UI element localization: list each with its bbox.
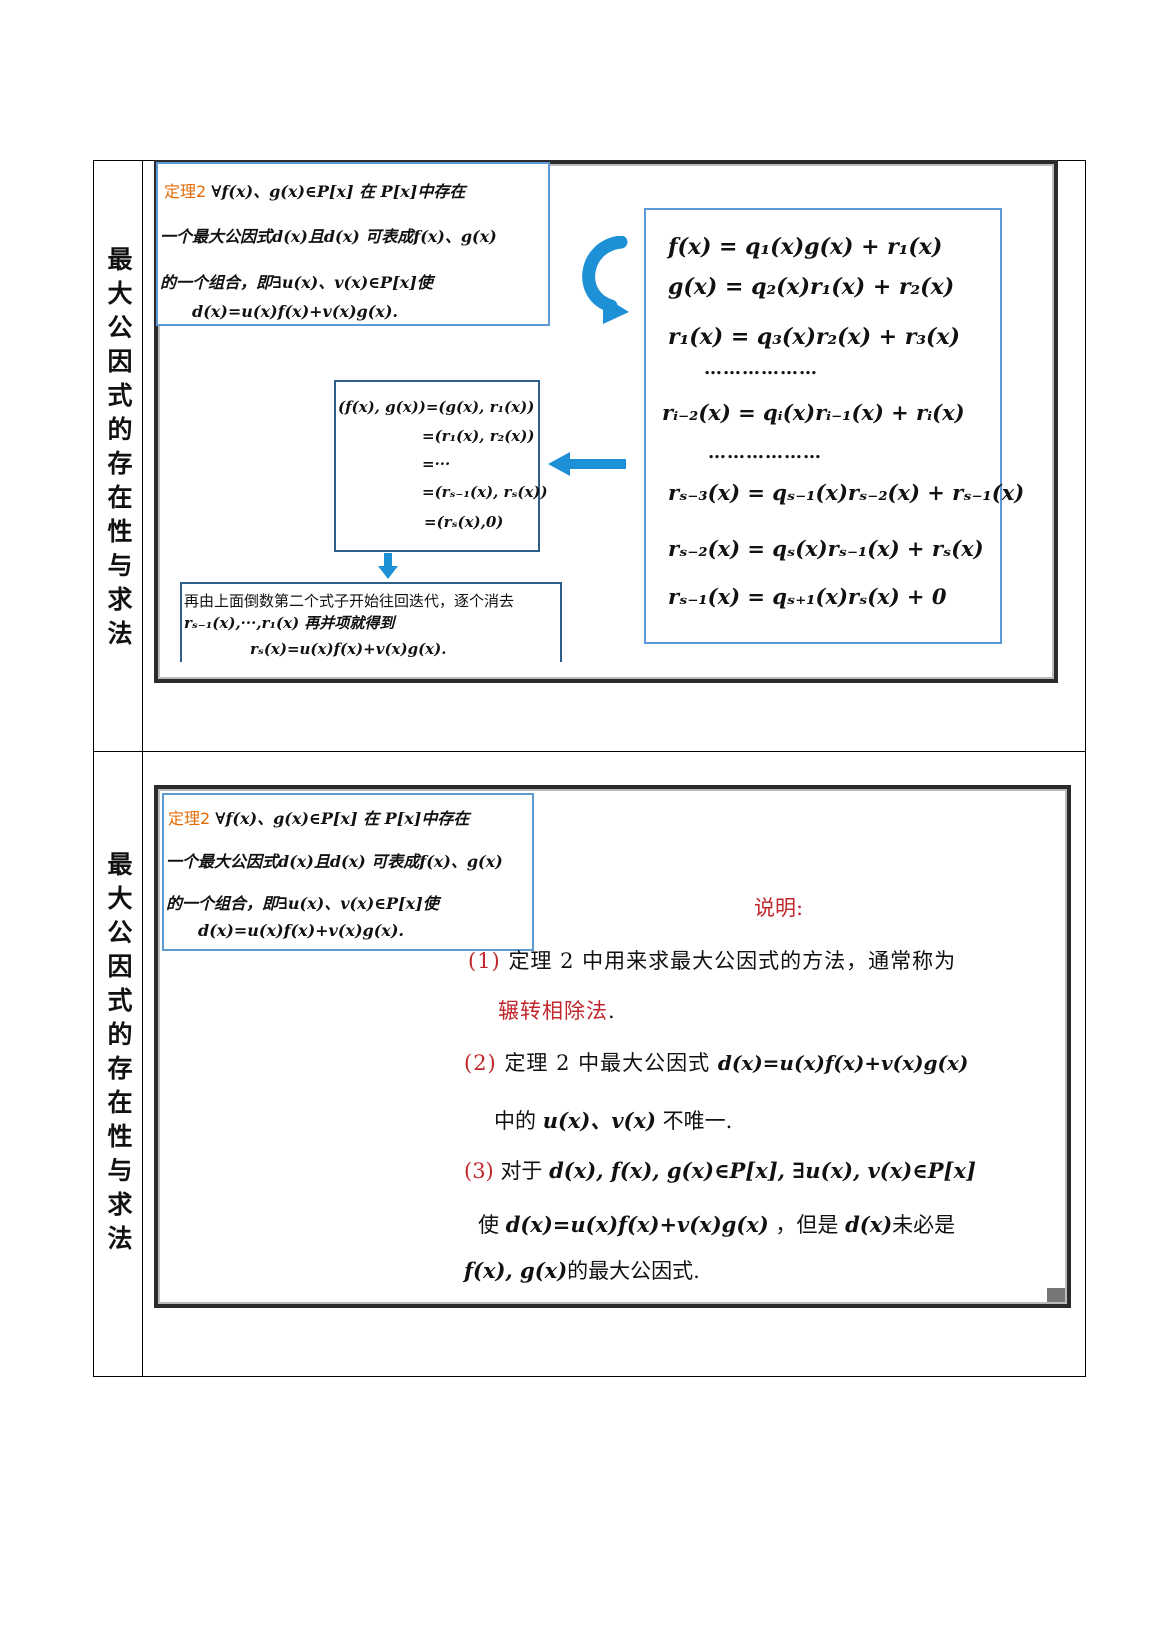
division-eq-3: r₁(x) = q₃(x)r₂(x) + r₃(x) bbox=[668, 324, 960, 350]
division-eq-2: g(x) = q₂(x)r₁(x) + r₂(x) bbox=[668, 274, 955, 300]
note-1-number: (1) bbox=[468, 949, 501, 973]
note-3-line2-b: ，但是 bbox=[775, 1213, 839, 1237]
note-3-text: 对于 bbox=[500, 1159, 543, 1183]
note-1-method-name: 辗转相除法 bbox=[498, 999, 608, 1023]
column-divider bbox=[142, 161, 143, 1376]
division-eq-1: f(x) = q₁(x)g(x) + r₁(x) bbox=[668, 234, 943, 260]
note-3-line2-d: 未必是 bbox=[892, 1213, 956, 1237]
division-box: f(x) = q₁(x)g(x) + r₁(x) g(x) = q₂(x)r₁(… bbox=[644, 208, 1024, 644]
theorem-line-2-2: 一个最大公因式d(x)且d(x) 可表成f(x)、g(x) bbox=[166, 852, 503, 871]
slide-2: 定理2 ∀f(x)、g(x)∈P[x] 在 P[x]中存在 一个最大公因式d(x… bbox=[154, 785, 1071, 1308]
gcd-chain-line-5: =(rₛ(x),0) bbox=[424, 513, 504, 531]
note-3-number: (3) bbox=[464, 1159, 494, 1183]
slide-1: 定理2 ∀f(x)、g(x)∈P[x] 在 P[x]中存在 一个最大公因式d(x… bbox=[154, 160, 1058, 683]
note-3-line3-b: 的最大公因式. bbox=[567, 1259, 700, 1283]
down-arrow-icon bbox=[378, 553, 398, 579]
back-substitution-line-1: 再由上面倒数第二个式子开始往回迭代，逐个消去 bbox=[184, 592, 515, 610]
division-eq-6: rₛ₋₂(x) = qₛ(x)rₛ₋₁(x) + rₛ(x) bbox=[668, 536, 984, 561]
theorem-title-2: 定理2 bbox=[168, 809, 211, 828]
gcd-chain-line-1: (f(x), g(x))=(g(x), r₁(x)) bbox=[338, 398, 535, 416]
note-2-line2-formula: u(x)、v(x) bbox=[542, 1108, 656, 1133]
gcd-chain-box: (f(x), g(x))=(g(x), r₁(x)) =(r₁(x), r₂(x… bbox=[334, 380, 548, 552]
gcd-chain-line-3: =··· bbox=[422, 455, 451, 473]
back-substitution-box: 再由上面倒数第二个式子开始往回迭代，逐个消去 rₛ₋₁(x),···,r₁(x)… bbox=[180, 582, 562, 662]
division-dots-2: ……………… bbox=[708, 442, 822, 463]
note-3-line2-formula: d(x)=u(x)f(x)+v(x)g(x) bbox=[505, 1212, 769, 1237]
notes-heading: 说明: bbox=[754, 896, 804, 920]
back-substitution-line-3: rₛ(x)=u(x)f(x)+v(x)g(x). bbox=[250, 640, 447, 658]
theorem-line-4: d(x)=u(x)f(x)+v(x)g(x). bbox=[192, 302, 398, 321]
row-label-1: 最大公因式的存在性与求法 bbox=[104, 246, 133, 654]
left-arrow-icon bbox=[548, 452, 626, 476]
curved-arrow-icon bbox=[582, 236, 629, 324]
note-1-end: . bbox=[608, 999, 616, 1023]
gcd-chain-line-2: =(r₁(x), r₂(x)) bbox=[422, 427, 535, 445]
note-3-line2-c: d(x) bbox=[845, 1212, 893, 1237]
note-2-line2-b: 不唯一. bbox=[662, 1109, 733, 1133]
theorem-box: 定理2 ∀f(x)、g(x)∈P[x] 在 P[x]中存在 一个最大公因式d(x… bbox=[156, 162, 550, 326]
note-3-line3-formula: f(x), g(x) bbox=[464, 1258, 568, 1283]
theorem-line-1-2: ∀f(x)、g(x)∈P[x] 在 P[x]中存在 bbox=[215, 809, 470, 828]
theorem-title: 定理2 bbox=[164, 182, 207, 201]
division-eq-5: rₛ₋₃(x) = qₛ₋₁(x)rₛ₋₂(x) + rₛ₋₁(x) bbox=[668, 480, 1025, 505]
theorem-line-3: 的一个组合，即∃u(x)、v(x)∈P[x]使 bbox=[160, 273, 433, 292]
theorem-box-2: 定理2 ∀f(x)、g(x)∈P[x] 在 P[x]中存在 一个最大公因式d(x… bbox=[162, 793, 534, 951]
division-dots-1: ……………… bbox=[704, 358, 818, 379]
gcd-chain-line-4: =(rₛ₋₁(x), rₛ(x)) bbox=[422, 483, 548, 501]
content-table: 最大公因式的存在性与求法 最大公因式的存在性与求法 bbox=[93, 160, 1086, 1377]
note-3-line2-a: 使 bbox=[478, 1213, 499, 1237]
note-2-line2-a: 中的 bbox=[494, 1109, 536, 1133]
row-divider bbox=[94, 751, 1085, 752]
note-1-text: 定理 2 中用来求最大公因式的方法，通常称为 bbox=[508, 949, 957, 973]
note-2-text: 定理 2 中最大公因式 bbox=[504, 1051, 711, 1075]
theorem-line-3-2: 的一个组合，即∃u(x)、v(x)∈P[x]使 bbox=[166, 894, 439, 913]
back-substitution-line-2: rₛ₋₁(x),···,r₁(x) 再并项就得到 bbox=[184, 614, 395, 632]
theorem-line-1: ∀f(x)、g(x)∈P[x] 在 P[x]中存在 bbox=[211, 182, 466, 201]
slide-corner-icon bbox=[1047, 1288, 1065, 1302]
theorem-line-2: 一个最大公因式d(x)且d(x) 可表成f(x)、g(x) bbox=[160, 227, 497, 246]
row-label-2: 最大公因式的存在性与求法 bbox=[104, 851, 133, 1259]
division-eq-7: rₛ₋₁(x) = qₛ₊₁(x)rₛ(x) + 0 bbox=[668, 584, 947, 609]
theorem-line-4-2: d(x)=u(x)f(x)+v(x)g(x). bbox=[198, 921, 404, 940]
note-2-formula: d(x)=u(x)f(x)+v(x)g(x) bbox=[717, 1051, 969, 1075]
division-eq-4: rᵢ₋₂(x) = qᵢ(x)rᵢ₋₁(x) + rᵢ(x) bbox=[662, 400, 965, 425]
note-2-number: (2) bbox=[464, 1051, 497, 1075]
note-3-formula: d(x), f(x), g(x)∈P[x], ∃u(x), v(x)∈P[x] bbox=[549, 1158, 976, 1183]
